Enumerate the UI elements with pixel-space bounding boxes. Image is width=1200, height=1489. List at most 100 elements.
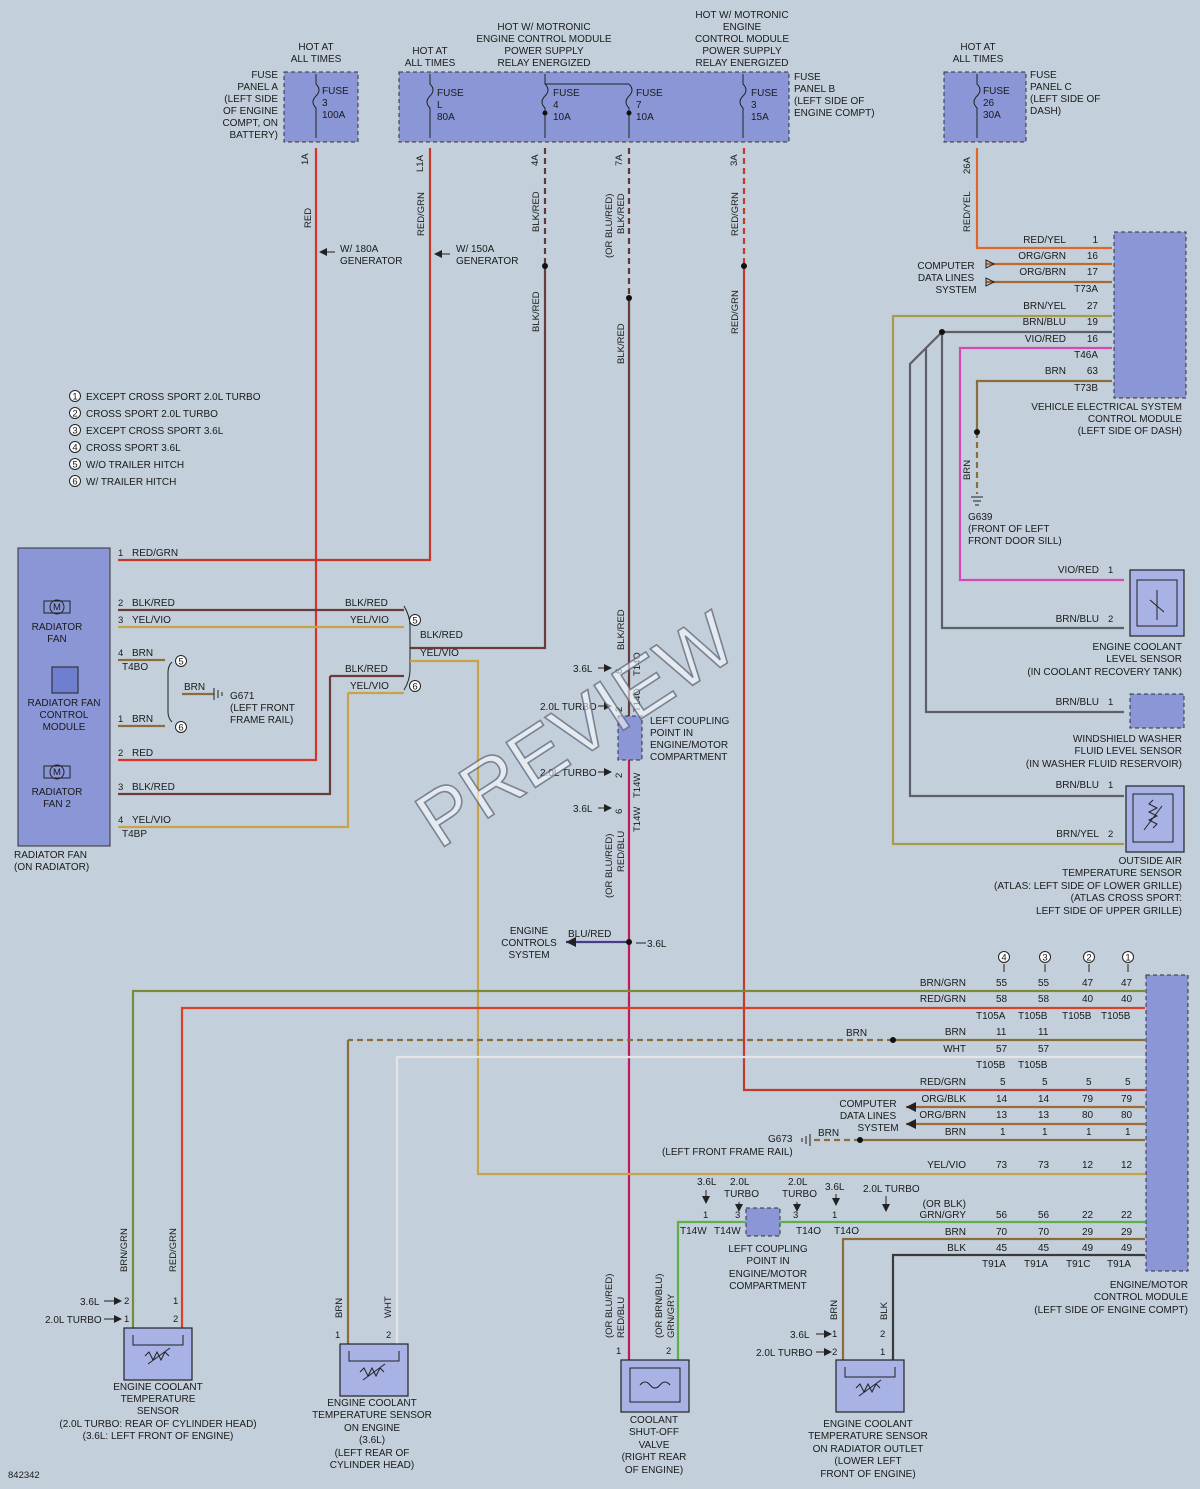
- svg-text:BRN/BLU: BRN/BLU: [1056, 614, 1099, 625]
- svg-text:T73B: T73B: [1074, 383, 1098, 394]
- svg-text:RELAY ENERGIZED: RELAY ENERGIZED: [498, 58, 591, 69]
- thermistor-icon: [144, 1347, 171, 1365]
- svg-text:26: 26: [983, 98, 995, 109]
- svg-text:57: 57: [1038, 1044, 1050, 1055]
- svg-text:T91A: T91A: [1024, 1259, 1048, 1270]
- svg-text:16: 16: [1087, 251, 1099, 262]
- wire-red-main: RED W/ 180A GENERATOR: [118, 148, 402, 762]
- thermistor-icon: [855, 1379, 882, 1397]
- svg-text:RELAY ENERGIZED: RELAY ENERGIZED: [696, 58, 789, 69]
- svg-text:BRN/YEL: BRN/YEL: [1056, 829, 1099, 840]
- svg-text:(ATLAS CROSS SPORT:: (ATLAS CROSS SPORT:: [1071, 893, 1182, 904]
- svg-text:TURBO: TURBO: [724, 1189, 759, 1200]
- svg-text:FUSE: FUSE: [794, 72, 821, 83]
- variant-columns: 4 3 2 1: [998, 951, 1134, 972]
- svg-text:WHT: WHT: [383, 1296, 394, 1318]
- svg-text:ENGINE/MOTOR: ENGINE/MOTOR: [1110, 1280, 1188, 1291]
- svg-text:VIO/RED: VIO/RED: [1058, 565, 1099, 576]
- svg-text:16: 16: [1087, 334, 1099, 345]
- thermistor-icon: [1143, 799, 1163, 831]
- svg-text:ALL TIMES: ALL TIMES: [405, 58, 456, 69]
- svg-text:BLK/RED: BLK/RED: [616, 609, 627, 650]
- svg-text:13: 13: [996, 1110, 1008, 1121]
- svg-text:L: L: [437, 100, 443, 111]
- svg-text:7A: 7A: [614, 154, 625, 166]
- svg-text:PANEL C: PANEL C: [1030, 82, 1072, 93]
- svg-text:BLK/RED: BLK/RED: [531, 191, 542, 232]
- svg-text:13: 13: [1038, 1110, 1050, 1121]
- svg-text:(2.0L TURBO: REAR OF CYLINDER: (2.0L TURBO: REAR OF CYLINDER HEAD): [59, 1419, 256, 1430]
- svg-text:ENGINE/MOTOR: ENGINE/MOTOR: [729, 1269, 807, 1280]
- svg-text:1: 1: [832, 1210, 837, 1221]
- svg-text:EXCEPT CROSS SPORT 2.0L TURBO: EXCEPT CROSS SPORT 2.0L TURBO: [86, 392, 261, 403]
- svg-text:2: 2: [614, 773, 625, 778]
- svg-text:T105B: T105B: [1018, 1060, 1048, 1071]
- svg-text:M: M: [53, 602, 61, 613]
- ect-sensor-2: BRN WHT 1 2 ENGINE COOLANT TEMPERATURE S…: [312, 1296, 432, 1471]
- svg-text:(LEFT SIDE OF DASH): (LEFT SIDE OF DASH): [1078, 426, 1182, 437]
- svg-text:FRONT OF ENGINE): FRONT OF ENGINE): [820, 1469, 915, 1480]
- svg-text:10A: 10A: [636, 112, 654, 123]
- svg-text:(3.6L: LEFT FRONT OF ENGINE): (3.6L: LEFT FRONT OF ENGINE): [83, 1431, 234, 1442]
- svg-text:HOT AT: HOT AT: [298, 42, 333, 53]
- svg-text:ALL TIMES: ALL TIMES: [953, 54, 1004, 65]
- svg-text:4A: 4A: [530, 154, 541, 166]
- fuse-icon: [312, 74, 320, 138]
- svg-text:W/ 180A: W/ 180A: [340, 244, 379, 255]
- svg-text:1: 1: [72, 392, 77, 403]
- svg-text:W/O TRAILER HITCH: W/O TRAILER HITCH: [86, 460, 184, 471]
- svg-text:55: 55: [1038, 978, 1050, 989]
- svg-text:(LOWER LEFT: (LOWER LEFT: [834, 1456, 901, 1467]
- svg-text:3A: 3A: [729, 154, 740, 166]
- svg-text:BRN/BLU: BRN/BLU: [1056, 697, 1099, 708]
- svg-text:3: 3: [751, 100, 757, 111]
- svg-text:30A: 30A: [983, 110, 1001, 121]
- motor-icon: M: [43, 764, 71, 780]
- svg-text:6: 6: [614, 809, 625, 814]
- svg-text:POWER SUPPLY: POWER SUPPLY: [702, 46, 782, 57]
- ground-icon: [801, 1134, 811, 1146]
- svg-text:EXCEPT CROSS SPORT 3.6L: EXCEPT CROSS SPORT 3.6L: [86, 426, 224, 437]
- svg-text:100A: 100A: [322, 110, 346, 121]
- svg-text:4: 4: [553, 100, 559, 111]
- svg-text:(LEFT FRONT: (LEFT FRONT: [230, 703, 295, 714]
- svg-text:58: 58: [1038, 994, 1050, 1005]
- svg-text:2: 2: [386, 1330, 391, 1341]
- switch-icon: [1149, 590, 1165, 620]
- svg-text:L1A: L1A: [415, 154, 426, 172]
- diagram-id: 842342: [8, 1470, 40, 1481]
- svg-text:CROSS SPORT 3.6L: CROSS SPORT 3.6L: [86, 443, 181, 454]
- svg-text:TEMPERATURE SENSOR: TEMPERATURE SENSOR: [808, 1431, 928, 1442]
- svg-text:T91C: T91C: [1066, 1259, 1090, 1270]
- svg-text:FUSE: FUSE: [437, 88, 464, 99]
- legend-item: 1 EXCEPT CROSS SPORT 2.0L TURBO: [69, 390, 261, 403]
- svg-text:(OR BRN/BLU): (OR BRN/BLU): [654, 1274, 665, 1338]
- svg-text:T46A: T46A: [1074, 350, 1098, 361]
- svg-text:12: 12: [1121, 1160, 1133, 1171]
- svg-text:3: 3: [793, 1210, 798, 1221]
- svg-text:73: 73: [1038, 1160, 1050, 1171]
- svg-text:BLK/RED: BLK/RED: [420, 630, 463, 641]
- svg-text:DATA LINES: DATA LINES: [840, 1111, 897, 1122]
- svg-text:3.6L: 3.6L: [80, 1297, 100, 1308]
- svg-text:VALVE: VALVE: [639, 1440, 670, 1451]
- svg-text:BLK/RED: BLK/RED: [132, 598, 175, 609]
- svg-text:1: 1: [1108, 780, 1113, 791]
- svg-text:22: 22: [1082, 1210, 1094, 1221]
- svg-text:RED/YEL: RED/YEL: [1023, 235, 1066, 246]
- svg-text:29: 29: [1121, 1227, 1133, 1238]
- svg-text:1: 1: [703, 1210, 708, 1221]
- wire-red-grn-3a: RED/GRN RED/GRN: [730, 148, 1145, 1092]
- svg-text:3.6L: 3.6L: [647, 939, 667, 950]
- svg-text:2.0L TURBO: 2.0L TURBO: [540, 702, 597, 713]
- svg-text:CONTROL: CONTROL: [40, 710, 89, 721]
- svg-text:DASH): DASH): [1030, 106, 1061, 117]
- svg-text:BLK/RED: BLK/RED: [531, 291, 542, 332]
- svg-text:(OR BLU/RED): (OR BLU/RED): [604, 834, 615, 898]
- svg-text:FUSE: FUSE: [322, 86, 349, 97]
